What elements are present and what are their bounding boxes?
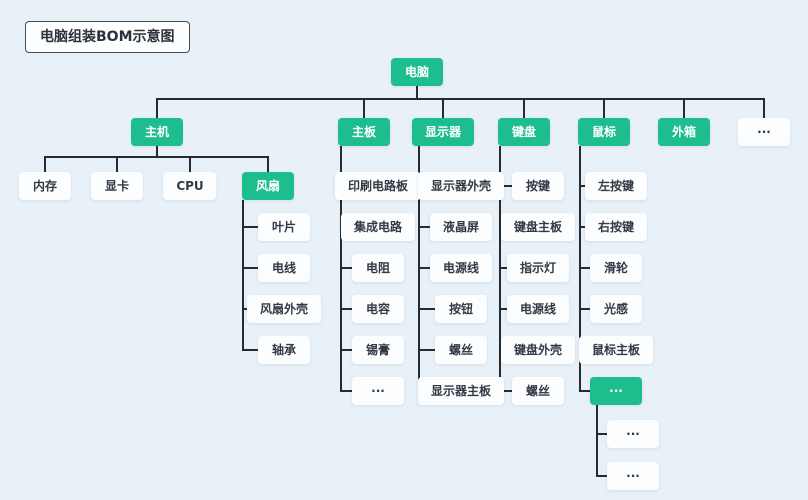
node-capacitor: 电容 <box>352 295 404 323</box>
node-keyboard-screw: 螺丝 <box>512 377 564 405</box>
node-keyboard-board: 键盘主板 <box>500 213 576 241</box>
connector-line <box>579 390 599 392</box>
node-integrated-circuit: 集成电路 <box>340 213 416 241</box>
node-ellipsis-top: ··· <box>738 118 790 146</box>
node-lcd-screen: 液晶屏 <box>429 213 493 241</box>
connector-line <box>242 267 262 269</box>
node-solder-paste: 锡膏 <box>352 336 404 364</box>
connector-line <box>340 349 360 351</box>
connector-line <box>683 99 685 118</box>
connector-line <box>523 99 525 118</box>
connector-line <box>596 475 616 477</box>
connector-line <box>418 267 438 269</box>
connector-line <box>242 200 244 350</box>
node-light-sensor: 光感 <box>590 295 642 323</box>
node-memory: 内存 <box>19 172 71 200</box>
connector-line <box>579 308 599 310</box>
node-keyboard-shell: 键盘外壳 <box>500 336 576 364</box>
connector-line <box>156 146 158 157</box>
node-mouse-board: 鼠标主板 <box>578 336 654 364</box>
connector-line <box>267 157 269 173</box>
connector-line <box>340 308 360 310</box>
node-fan-blade: 叶片 <box>258 213 310 241</box>
connector-line <box>579 267 599 269</box>
node-monitor-board: 显示器主板 <box>417 377 505 405</box>
connector-line <box>418 226 438 228</box>
node-fan: 风扇 <box>242 172 294 200</box>
connector-line <box>603 99 605 118</box>
connector-line <box>340 390 360 392</box>
connector-line <box>340 267 360 269</box>
node-indicator-light: 指示灯 <box>506 254 570 282</box>
node-keyboard: 键盘 <box>498 118 550 146</box>
node-right-button: 右按键 <box>584 213 648 241</box>
node-monitor: 显示器 <box>411 118 475 146</box>
node-monitor-shell: 显示器外壳 <box>417 172 505 200</box>
connector-line <box>242 349 262 351</box>
connector-line <box>763 99 765 118</box>
connector-line <box>363 99 365 118</box>
node-fan-shell: 风扇外壳 <box>246 295 322 323</box>
connector-line <box>44 156 269 158</box>
node-cpu: CPU <box>163 172 217 200</box>
connector-line <box>44 157 46 173</box>
node-mainboard: 主板 <box>338 118 390 146</box>
connector-line <box>116 157 118 173</box>
node-scroll-wheel: 滑轮 <box>590 254 642 282</box>
diagram-title: 电脑组装BOM示意图 <box>25 21 190 53</box>
node-mouse: 鼠标 <box>578 118 630 146</box>
connector-line <box>418 308 438 310</box>
connector-line <box>499 390 519 392</box>
node-ellipsis-sub-2: ··· <box>607 462 659 490</box>
connector-line <box>499 185 519 187</box>
node-monitor-screw: 螺丝 <box>435 336 487 364</box>
node-left-button: 左按键 <box>584 172 648 200</box>
connector-line <box>596 433 616 435</box>
node-computer: 电脑 <box>391 58 443 86</box>
connector-line <box>416 86 418 100</box>
node-outer-box: 外箱 <box>658 118 710 146</box>
node-mainboard-ellipsis: ··· <box>352 377 404 405</box>
connector-line <box>442 99 444 118</box>
connector-line <box>596 405 598 476</box>
node-ellipsis-sub-1: ··· <box>607 420 659 448</box>
node-pcb: 印刷电路板 <box>334 172 422 200</box>
node-fan-bearing: 轴承 <box>258 336 310 364</box>
node-keyboard-power-cord: 电源线 <box>506 295 570 323</box>
node-mouse-ellipsis: ··· <box>590 377 642 405</box>
node-graphics-card: 显卡 <box>91 172 143 200</box>
node-monitor-button: 按钮 <box>435 295 487 323</box>
connector-line <box>418 349 438 351</box>
connector-line <box>156 98 765 100</box>
node-host: 主机 <box>131 118 183 146</box>
connector-line <box>189 157 191 173</box>
node-keys: 按键 <box>512 172 564 200</box>
connector-line <box>156 99 158 118</box>
node-fan-wire: 电线 <box>258 254 310 282</box>
node-monitor-power-cord: 电源线 <box>429 254 493 282</box>
connector-line <box>242 226 262 228</box>
node-resistor: 电阻 <box>352 254 404 282</box>
